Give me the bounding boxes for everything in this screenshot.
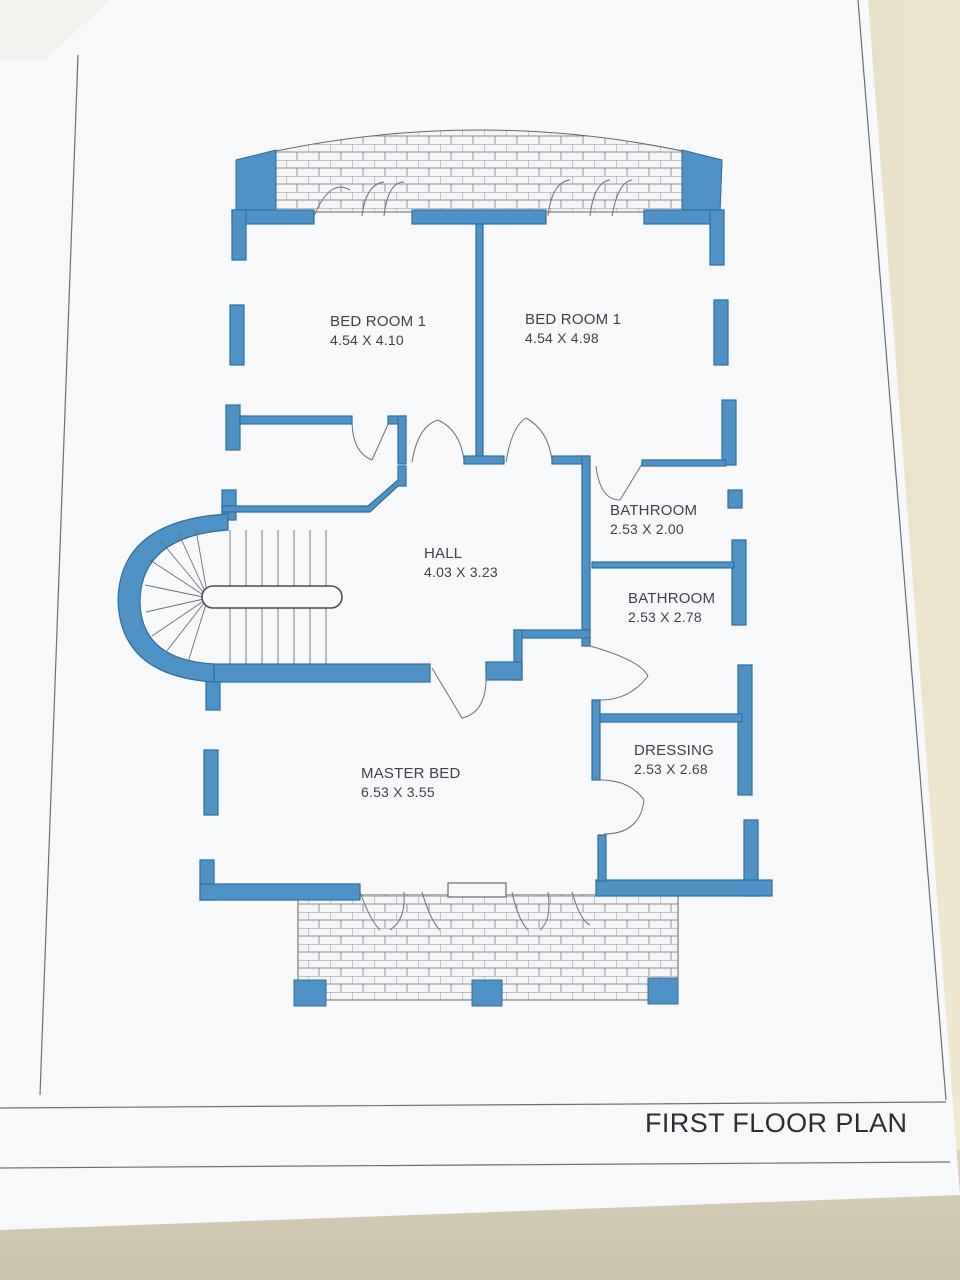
room-name: MASTER BED — [361, 765, 461, 782]
room-label-hall: HALL 4.03 X 3.23 — [424, 545, 498, 581]
walls — [199, 209, 773, 901]
bottom-balcony — [293, 894, 679, 1007]
room-name: BED ROOM 1 — [330, 313, 427, 330]
room-size: 4.54 X 4.10 — [330, 332, 404, 348]
room-size: 4.03 X 3.23 — [424, 564, 498, 580]
room-size: 2.53 X 2.78 — [628, 609, 702, 625]
room-name: DRESSING — [634, 742, 714, 759]
room-label-bedroom-1: BED ROOM 1 4.54 X 4.10 — [330, 313, 426, 349]
room-name: BATHROOM — [610, 502, 698, 519]
room-label-bathroom-1: BATHROOM 2.53 X 2.00 — [610, 502, 697, 538]
room-label-dressing: DRESSING 2.53 X 2.68 — [634, 742, 714, 778]
room-label-master-bed: MASTER BED 6.53 X 3.55 — [361, 765, 461, 801]
room-size: 2.53 X 2.68 — [634, 761, 708, 777]
room-size: 6.53 X 3.55 — [361, 784, 435, 800]
room-label-bathroom-2: BATHROOM 2.53 X 2.78 — [628, 590, 715, 626]
sheet-frame — [0, 0, 951, 1169]
room-size: 4.54 X 4.98 — [525, 330, 599, 346]
staircase — [117, 513, 343, 683]
room-label-bedroom-2: BED ROOM 1 4.54 X 4.98 — [525, 311, 621, 347]
room-size: 2.53 X 2.00 — [610, 521, 684, 537]
room-name: BED ROOM 1 — [525, 311, 622, 328]
plan-title: FIRST FLOOR PLAN — [645, 1108, 908, 1138]
top-balcony — [235, 129, 723, 213]
doors — [313, 179, 649, 931]
room-name: HALL — [424, 545, 463, 562]
room-name: BATHROOM — [628, 590, 716, 607]
